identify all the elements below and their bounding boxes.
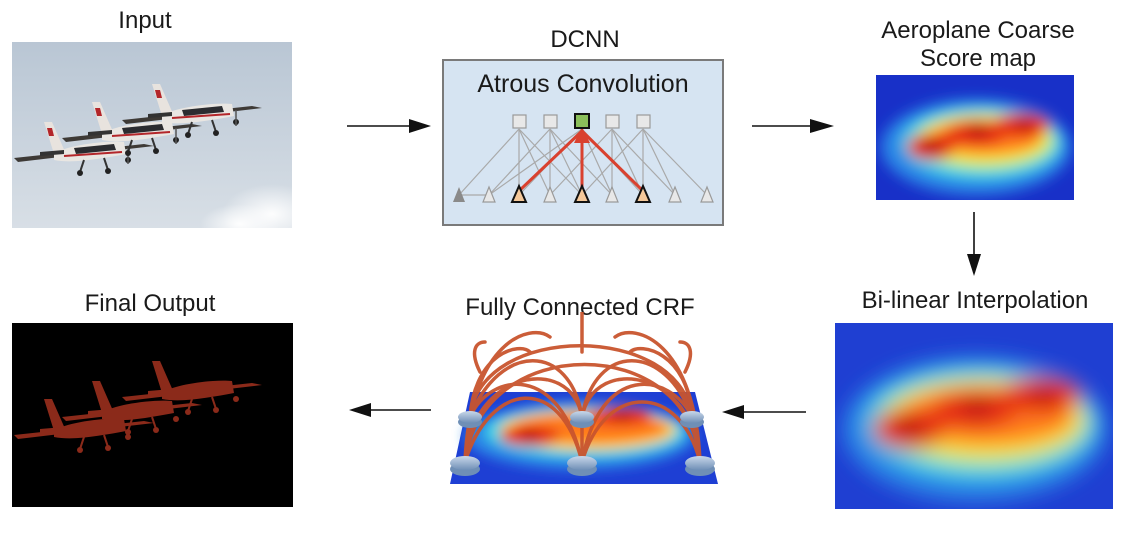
final-output-label: Final Output xyxy=(84,290,216,317)
bilinear-label: Bi-linear Interpolation xyxy=(861,287,1089,314)
coarse-score-map-label-line2: Score map xyxy=(919,45,1037,72)
arrow-crf-to-final xyxy=(349,403,431,417)
arrow-coarse-to-bilinear xyxy=(967,212,981,276)
bilinear-interpolation-map xyxy=(835,323,1113,509)
atrous-convolution-box: Atrous Convolution xyxy=(442,59,724,226)
atrous-convolution-title: Atrous Convolution xyxy=(477,70,689,98)
final-output-image xyxy=(12,323,293,507)
coarse-score-map xyxy=(876,75,1074,200)
input-image xyxy=(12,42,292,228)
arrow-input-to-dcnn xyxy=(347,119,431,133)
arrow-bilinear-to-crf xyxy=(722,405,806,419)
coarse-score-map-label-line1: Aeroplane Coarse xyxy=(881,17,1075,44)
dcnn-label: DCNN xyxy=(550,26,620,53)
crf-illustration xyxy=(440,312,725,490)
crf-label: Fully Connected CRF xyxy=(465,294,695,321)
arrow-dcnn-to-coarse xyxy=(752,119,834,133)
input-label: Input xyxy=(118,7,172,34)
